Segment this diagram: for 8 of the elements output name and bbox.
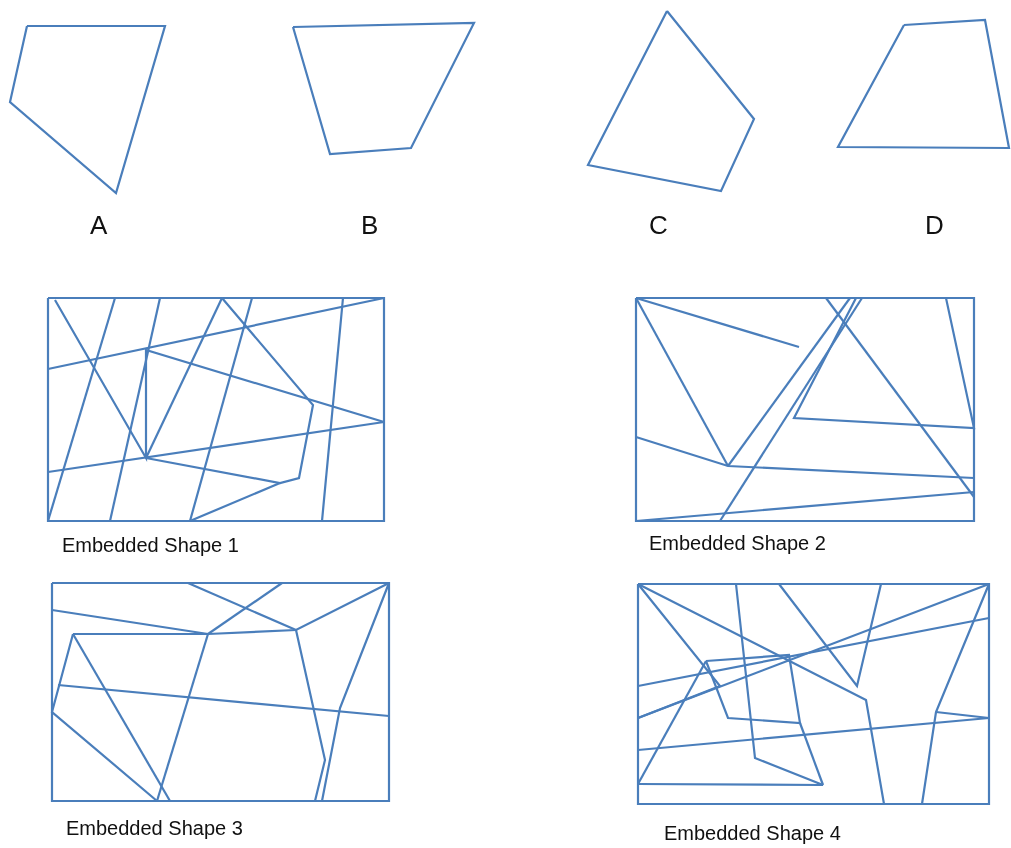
shape-caption: Embedded Shape 4 xyxy=(664,823,841,843)
shape-letter: C xyxy=(649,212,668,238)
shape-caption: Embedded Shape 3 xyxy=(66,818,243,838)
shape-caption: Embedded Shape 1 xyxy=(62,535,239,555)
shape-letter: B xyxy=(361,212,379,238)
shape-letter: A xyxy=(90,212,108,238)
shape-letter: D xyxy=(925,212,944,238)
shape-caption: Embedded Shape 2 xyxy=(649,533,826,553)
